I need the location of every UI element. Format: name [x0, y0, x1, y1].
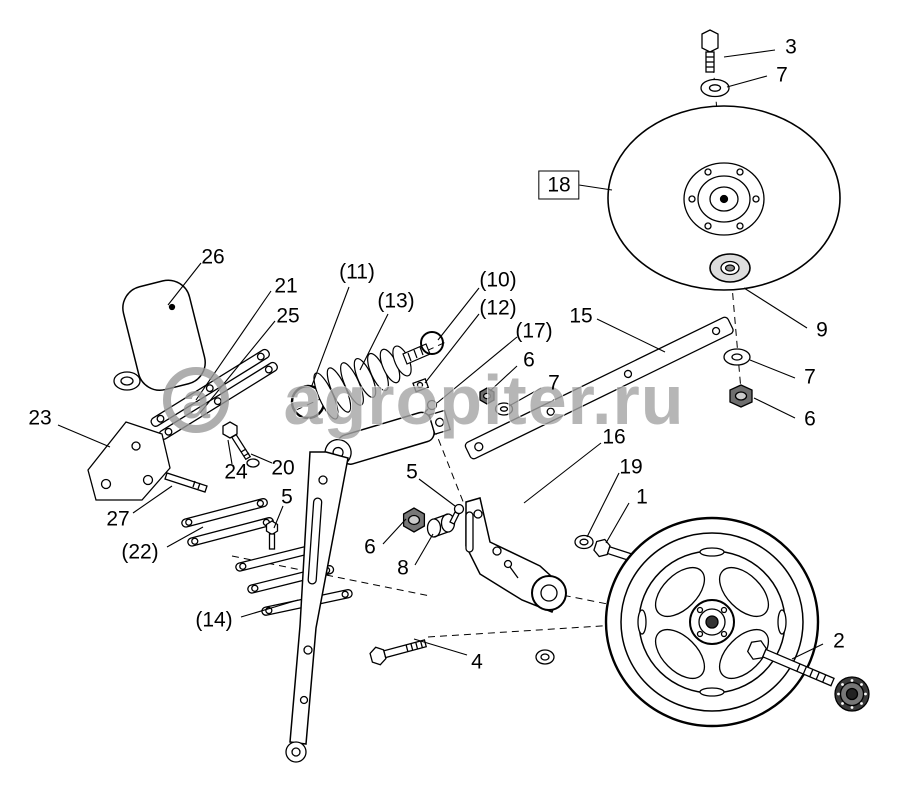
shank-arm — [285, 451, 349, 763]
plate-21 — [150, 348, 270, 427]
bolt-4 — [369, 639, 428, 666]
bushing-8 — [426, 513, 456, 538]
part-label-19: 19 — [619, 455, 643, 479]
part-label-3: 3 — [785, 35, 797, 59]
pin-5-mid — [449, 503, 465, 525]
bellows-13 — [313, 343, 431, 420]
watermark-logo-letter: a — [182, 373, 211, 429]
ring-10 — [420, 331, 444, 355]
part-label-7-mid: 7 — [548, 371, 560, 395]
part-label-2: 2 — [833, 629, 845, 653]
washer-20 — [246, 458, 260, 468]
part-label-22: (22) — [121, 540, 159, 564]
part-label-6-mid: 6 — [523, 348, 535, 372]
links-14 — [235, 543, 353, 616]
part-label-6-low: 6 — [364, 535, 376, 559]
fitting-12 — [412, 378, 430, 393]
bracket-16 — [465, 497, 567, 613]
washer-7-right — [723, 348, 751, 366]
pin-17 — [421, 399, 438, 416]
part-label-10: (10) — [479, 268, 517, 292]
part-label-15: 15 — [569, 304, 593, 328]
bolt-24 — [222, 421, 252, 461]
part-label-21: 21 — [274, 274, 298, 298]
wheel — [604, 516, 820, 728]
leader-lines — [57, 49, 824, 660]
disc-18 — [607, 105, 841, 291]
part-label-9: 9 — [816, 318, 828, 342]
links-22 — [181, 498, 274, 547]
part-label-23: 23 — [28, 406, 52, 430]
nut-6-low — [402, 507, 426, 533]
watermark: a agropiter.ru — [163, 360, 685, 440]
nut-6-right — [729, 384, 753, 408]
watermark-text: agropiter.ru — [284, 361, 685, 439]
bolt-5-left — [265, 520, 279, 550]
hub-cap — [834, 676, 870, 712]
watermark-logo-circle — [163, 367, 229, 433]
part-label-14: (14) — [195, 608, 233, 632]
washer-19 — [574, 534, 594, 550]
part-label-13: (13) — [377, 289, 415, 313]
cover-26 — [113, 279, 206, 391]
part-label-1: 1 — [636, 485, 648, 509]
washer-7-mid — [494, 402, 514, 416]
part-label-12: (12) — [479, 296, 517, 320]
part-label-8: 8 — [397, 556, 409, 580]
nut-6-mid — [479, 387, 495, 405]
bolt-2 — [746, 640, 835, 687]
part-label-18-boxed: 18 — [538, 170, 580, 200]
bolt-3 — [701, 29, 719, 73]
pin-27 — [164, 472, 208, 493]
part-label-6-right: 6 — [804, 407, 816, 431]
part-label-16: 16 — [602, 425, 626, 449]
part-label-25: 25 — [276, 304, 300, 328]
washer-4 — [535, 649, 555, 665]
part-label-5-left: 5 — [281, 485, 293, 509]
part-label-17: (17) — [515, 319, 553, 343]
part-label-4: 4 — [471, 650, 483, 674]
part-label-5-mid: 5 — [406, 460, 418, 484]
part-label-7-top: 7 — [776, 63, 788, 87]
part-label-11: (11) — [339, 260, 375, 284]
part-label-24: 24 — [224, 460, 248, 484]
part-label-7-right: 7 — [804, 365, 816, 389]
part-label-26: 26 — [201, 245, 225, 269]
bracket-23 — [87, 421, 171, 501]
hub-9 — [709, 253, 751, 283]
arm-15 — [464, 316, 734, 460]
washer-7-top — [700, 78, 730, 98]
part-label-20: 20 — [271, 456, 295, 480]
part-label-27: 27 — [106, 507, 130, 531]
